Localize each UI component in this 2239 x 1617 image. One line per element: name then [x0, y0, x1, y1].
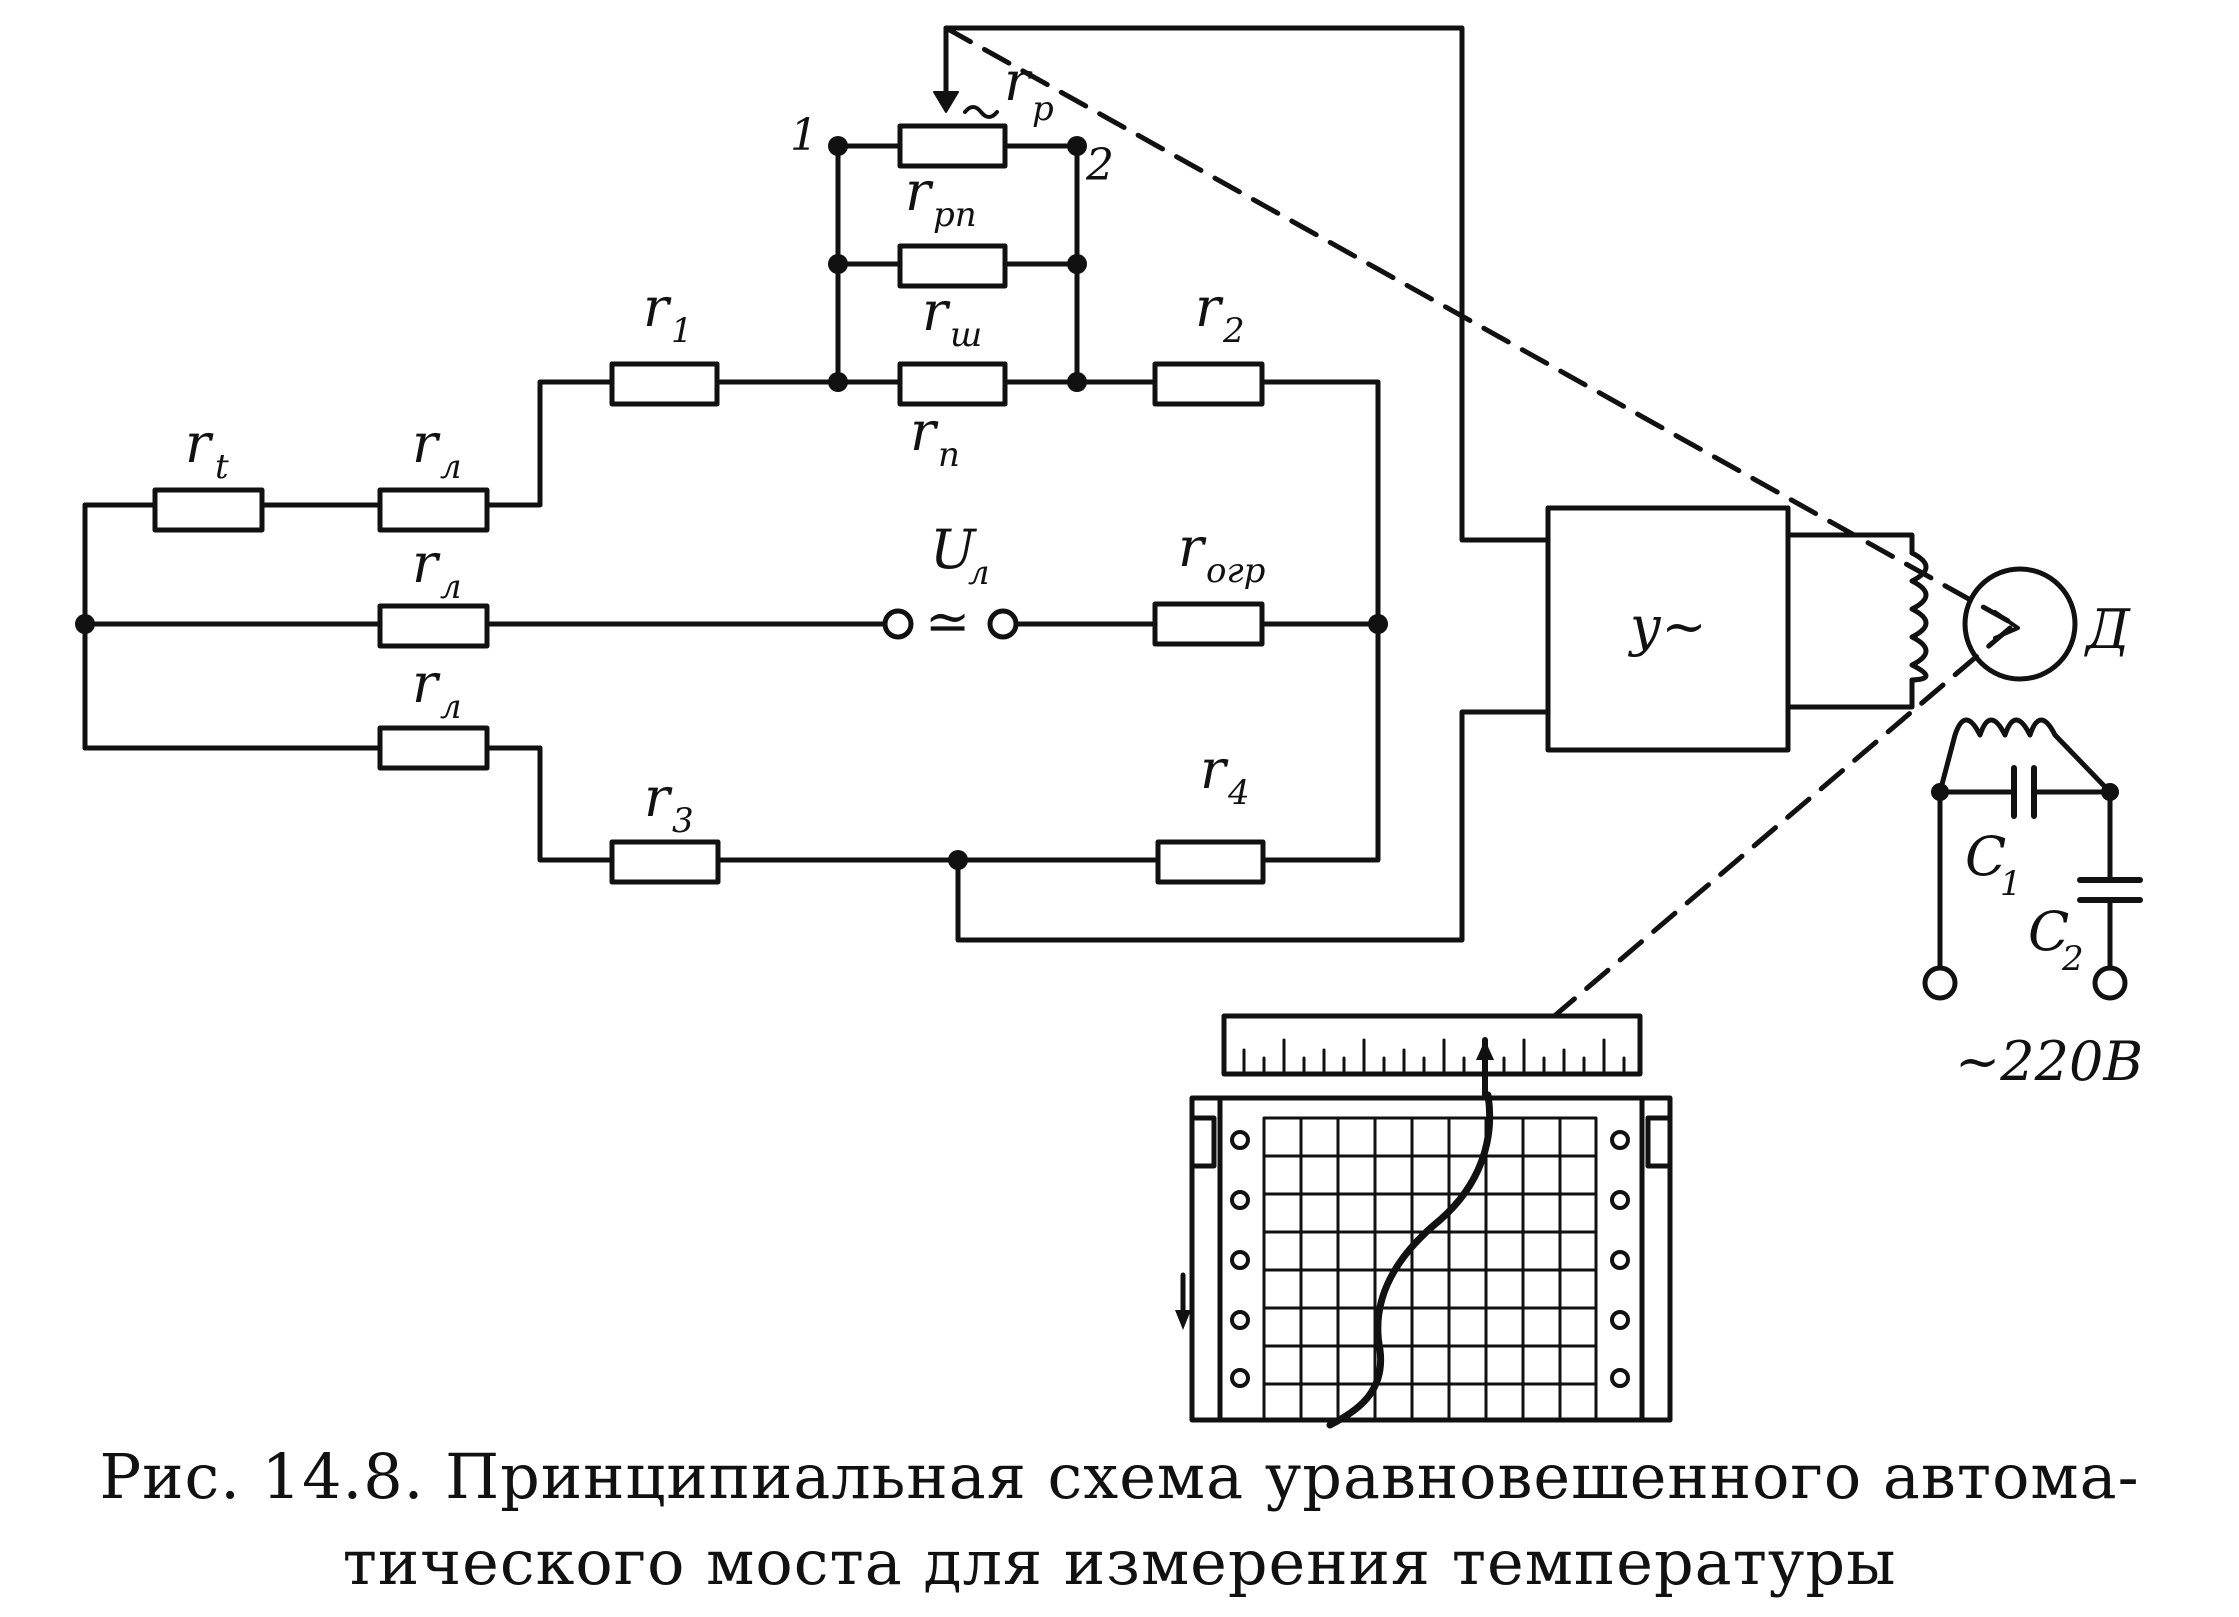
supply-terminal-right	[987, 608, 1019, 640]
label-rp-sub: р	[1032, 89, 1054, 129]
label-motor: Д	[2084, 598, 2131, 661]
label-c1-sub: 1	[2000, 864, 2022, 904]
resistor-rl-top	[377, 487, 490, 533]
motor-icon	[1962, 566, 2078, 682]
label-r4-sub: 4	[1227, 773, 1250, 813]
label-amplifier: у~	[1628, 595, 1707, 658]
resistor-rp	[897, 123, 1008, 169]
label-approx: ≃	[925, 590, 970, 653]
label-c1: C	[1965, 825, 2006, 888]
resistor-rt	[152, 487, 265, 533]
label-rt: r	[185, 412, 214, 475]
caption-line-2: тического моста для измерения температур…	[342, 1526, 1897, 1599]
label-r1-sub: 1	[671, 311, 693, 351]
label-r4: r	[1200, 738, 1229, 801]
motor-coil	[1909, 550, 1929, 683]
mains-terminal-left	[1922, 965, 1958, 1001]
resistor-rogr	[1152, 601, 1265, 647]
label-r3-sub: 3	[672, 801, 694, 841]
label-r2-sub: 2	[1222, 311, 1245, 351]
recorder-scale	[1221, 1013, 1643, 1077]
label-rrp: r	[905, 160, 934, 223]
label-supply-voltage: ~220В	[1955, 1030, 2143, 1093]
label-rl-3-sub: л	[440, 687, 462, 727]
resistor-rsh	[897, 361, 1008, 407]
label-rl-1: r	[412, 412, 441, 475]
label-rl-3: r	[412, 652, 441, 715]
recorder	[1175, 1013, 1673, 1429]
label-r2: r	[1195, 276, 1224, 339]
sprocket-holes	[1230, 1130, 1630, 1388]
label-rn-sub: п	[938, 435, 960, 475]
resistor-r3	[609, 839, 721, 885]
label-rsh-sub: ш	[950, 315, 982, 355]
label-rl-2: r	[412, 532, 441, 595]
supply-network	[1922, 717, 2143, 1001]
label-r1: r	[643, 276, 672, 339]
label-c2-sub: 2	[2061, 939, 2084, 979]
slider-arrow-icon	[933, 91, 959, 113]
label-rl-1-sub: л	[440, 447, 462, 487]
label-rl-2-sub: л	[440, 567, 462, 607]
label-rrp-sub: рп	[933, 195, 977, 235]
label-node-1: 1	[790, 110, 818, 161]
resistor-rrp	[897, 243, 1008, 289]
caption-line-1: Рис. 14.8. Принципиальная схема уравнове…	[99, 1440, 2140, 1513]
label-node-2: 2	[1085, 140, 1114, 191]
mechanical-linkage	[943, 25, 2013, 1078]
resistors	[152, 123, 1266, 885]
resistor-r4	[1155, 839, 1266, 885]
label-ul-sub: л	[968, 553, 990, 593]
labels: r t r л r л r л r 1 r 2 r 3 r 4 r р r рп…	[185, 50, 2143, 1093]
resistor-rl-mid	[377, 603, 490, 649]
label-ul: U	[930, 518, 977, 581]
resistor-rl-bottom	[377, 725, 490, 771]
label-rp: r	[1004, 50, 1033, 113]
label-rsh: r	[922, 280, 951, 343]
chart-paper-frame	[1189, 1095, 1673, 1423]
label-r3: r	[644, 766, 673, 829]
resistor-r1	[609, 361, 720, 407]
mains-terminal-right	[2092, 965, 2128, 1001]
amplifier-box	[1545, 505, 1791, 753]
label-rogr-sub: огр	[1206, 551, 1265, 591]
label-rogr: r	[1178, 516, 1207, 579]
junction-dots	[75, 136, 2119, 870]
resistor-r2	[1152, 361, 1265, 407]
label-rn: r	[910, 400, 939, 463]
recorded-curve	[1326, 1091, 1494, 1429]
supply-terminal-left	[882, 608, 914, 640]
label-rt-sub: t	[215, 447, 229, 487]
label-c2: C	[2028, 900, 2069, 963]
